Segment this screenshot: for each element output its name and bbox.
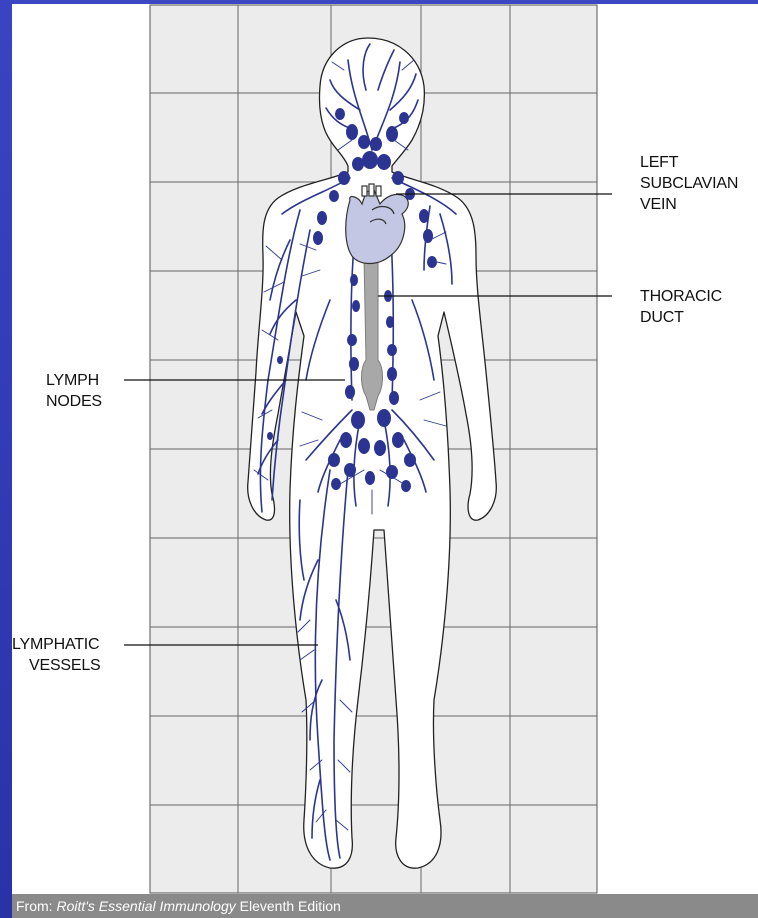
label-line: LYMPH xyxy=(46,370,102,391)
label-line: SUBCLAVIAN xyxy=(640,173,738,194)
label-left-subclavian-vein: LEFT SUBCLAVIAN VEIN xyxy=(640,152,738,215)
label-line: DUCT xyxy=(640,307,722,328)
label-line: VEIN xyxy=(640,194,738,215)
label-line: LEFT xyxy=(640,152,738,173)
label-line: LYMPHATIC xyxy=(12,634,101,655)
label-lymphatic-vessels: LYMPHATIC VESSELS xyxy=(12,634,101,676)
caption-prefix: From: xyxy=(16,898,56,914)
caption-book-title: Roitt's Essential Immunology xyxy=(56,898,235,914)
label-lymph-nodes: LYMPH NODES xyxy=(46,370,102,412)
great-vessels xyxy=(362,184,381,196)
caption-suffix: Eleventh Edition xyxy=(236,898,341,914)
source-caption: From: Roitt's Essential Immunology Eleve… xyxy=(12,894,758,918)
label-line: THORACIC xyxy=(640,286,722,307)
label-line: NODES xyxy=(46,391,102,412)
label-line: VESSELS xyxy=(12,655,101,676)
label-thoracic-duct: THORACIC DUCT xyxy=(640,286,722,328)
